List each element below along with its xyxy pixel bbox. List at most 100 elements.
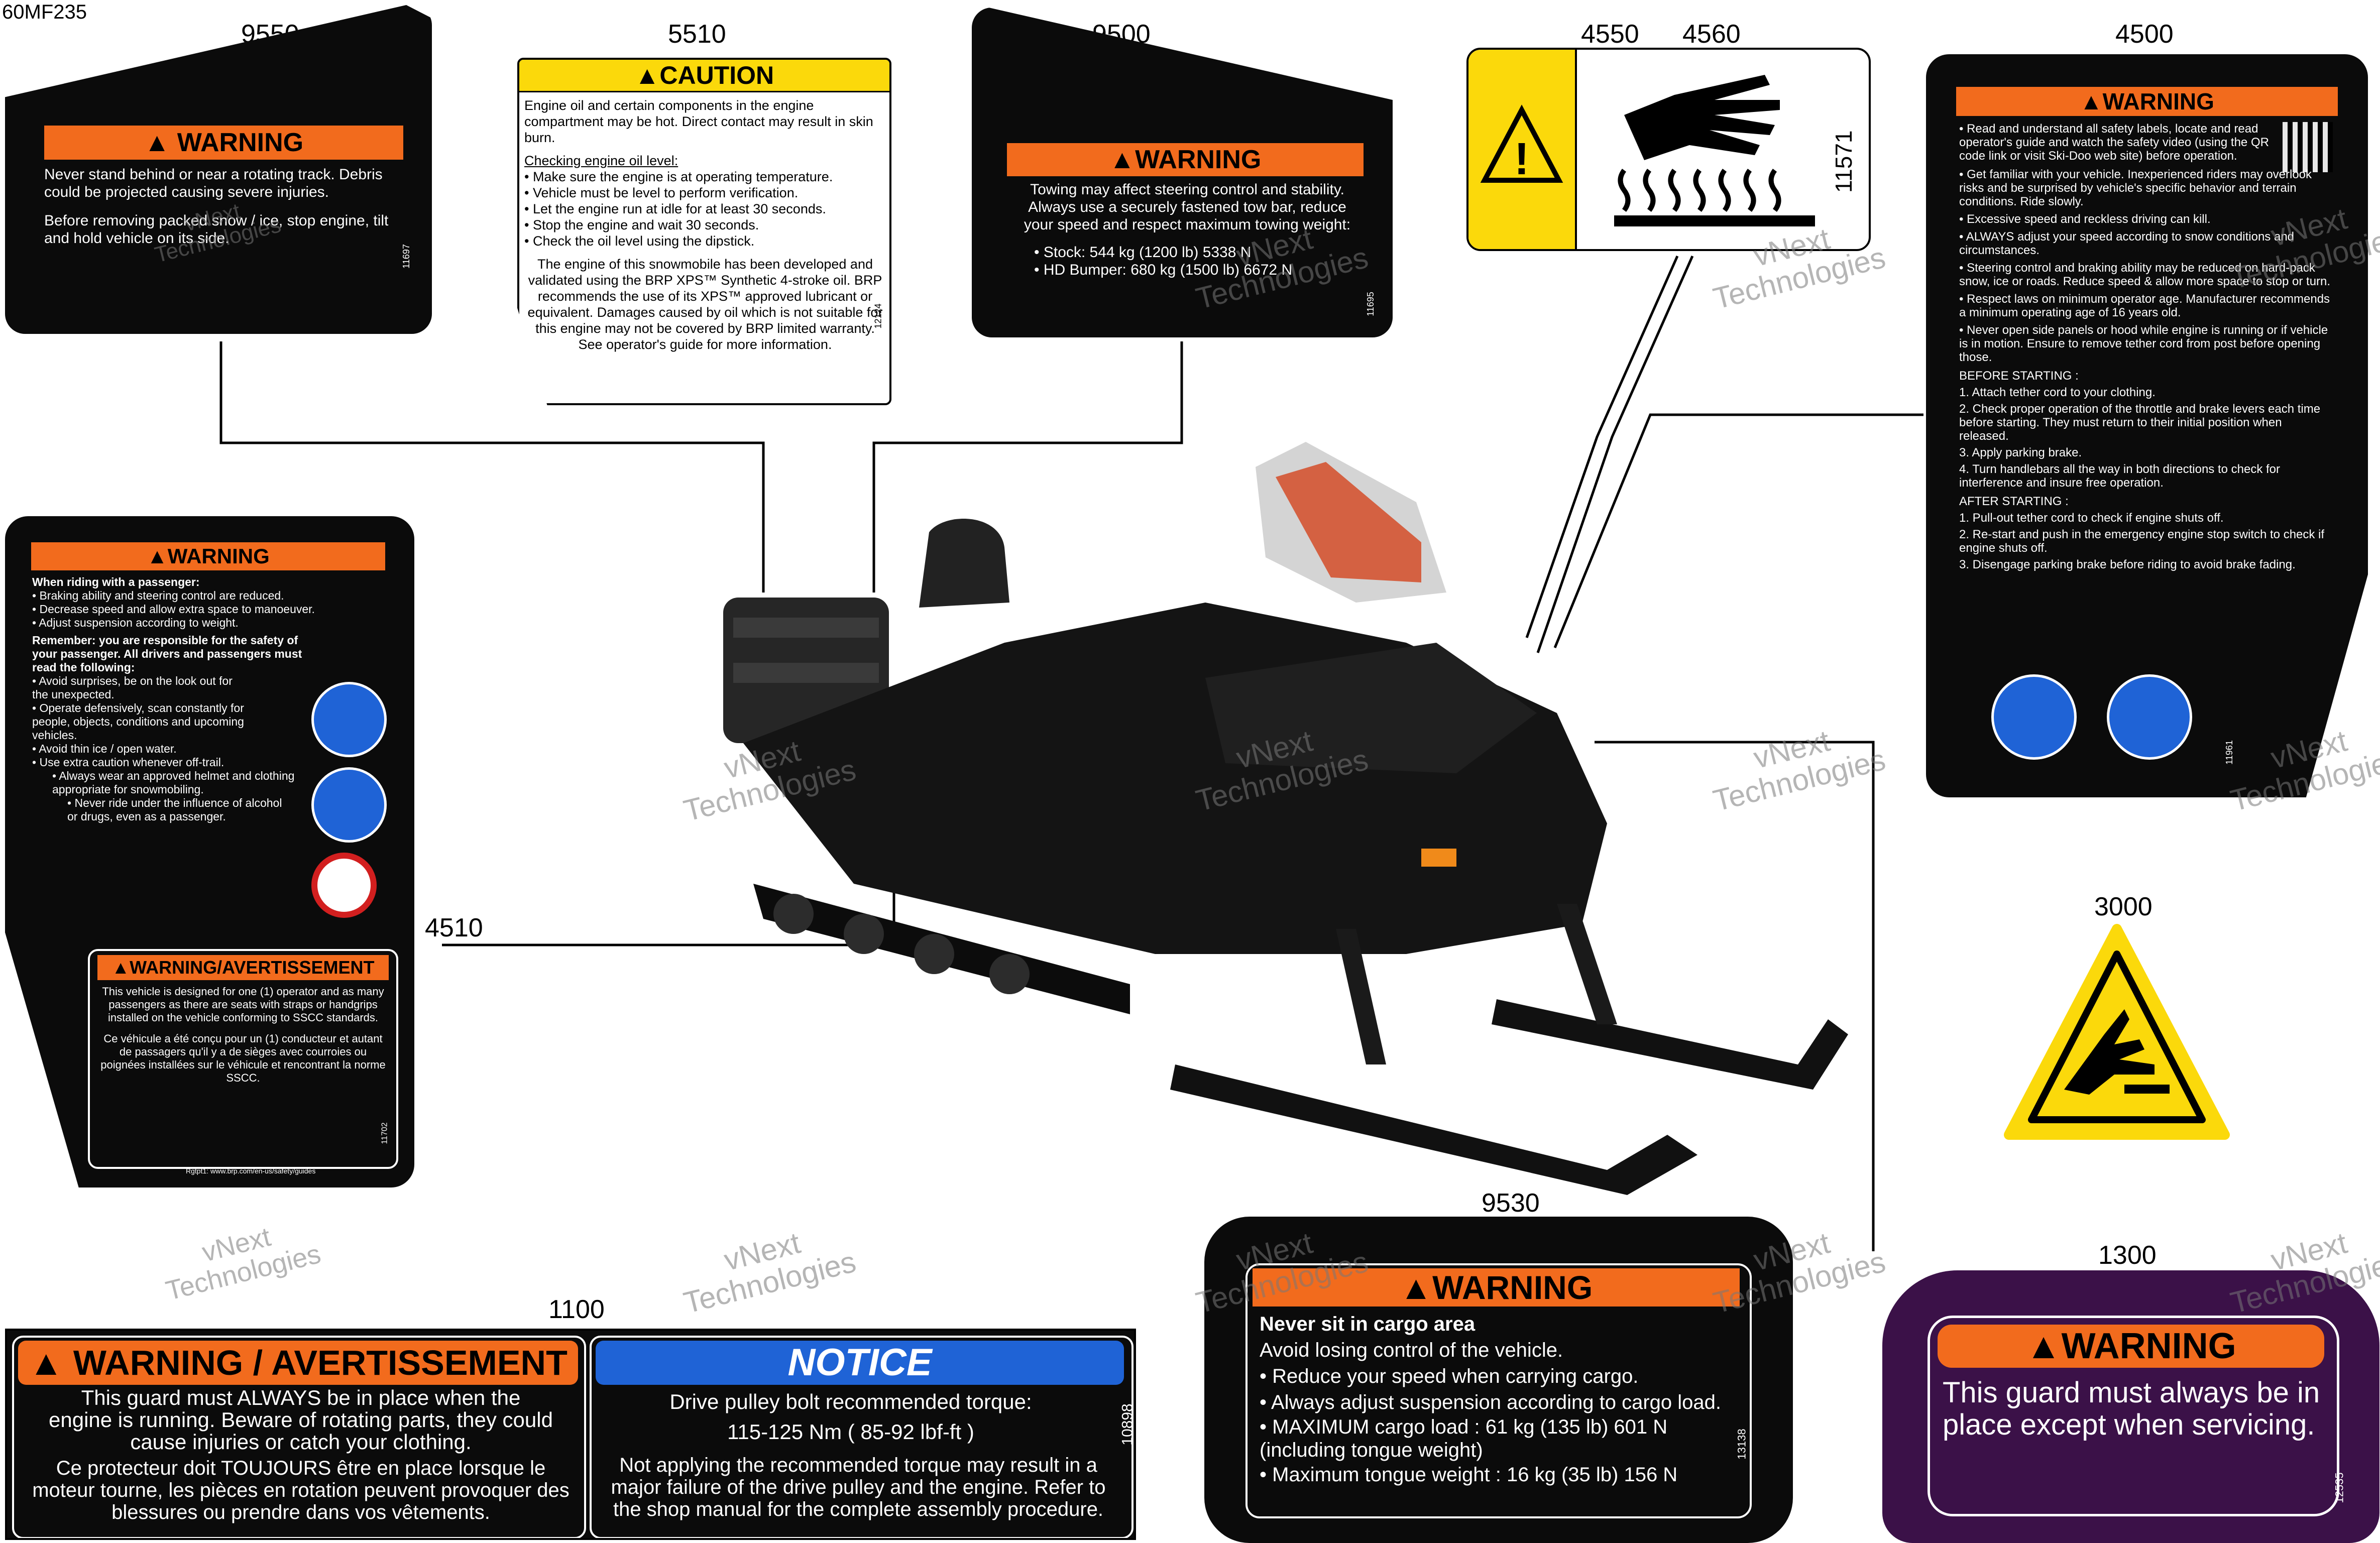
- label-4500-after-head: AFTER STARTING :: [1959, 495, 2069, 508]
- label-4510-header2-text: WARNING/AVERTISSEMENT: [130, 957, 375, 978]
- list-item: Always adjust suspension according to ca…: [1260, 1389, 1727, 1415]
- hearing-protection-icon: [2107, 674, 2192, 760]
- hot-surface-hand-icon: [1614, 75, 1815, 226]
- label-1100-header: ▲ WARNING / AVERTISSEMENT: [18, 1341, 578, 1385]
- label-9530-header-text: WARNING: [1432, 1269, 1593, 1306]
- label-9530-header: ▲WARNING: [1253, 1268, 1740, 1307]
- label-9500-header-text: WARNING: [1135, 145, 1262, 174]
- label-1100-left: [12, 1336, 586, 1538]
- label-1100-torque: 115-125 Nm ( 85-92 lbf-ft ): [727, 1420, 974, 1444]
- label-5510-p2: The engine of this snowmobile has been d…: [527, 257, 883, 352]
- label-9530-lead: Never sit in cargo area: [1260, 1313, 1476, 1335]
- label-1300-inner: [1928, 1316, 2339, 1516]
- label-1300-code: 12535: [2333, 1472, 2346, 1503]
- label-4510-fr: Ce véhicule a été conçu pour un (1) cond…: [100, 1032, 386, 1084]
- callout-1300: 1300: [2098, 1241, 2157, 1270]
- label-4510-footer: Rgtpt1: www.brp.com/en-us/safety/guides: [186, 1167, 316, 1175]
- label-4510-header-text: WARNING: [167, 544, 270, 568]
- list-item: 2. Re-start and push in the emergency en…: [1959, 528, 2325, 555]
- label-1100-right: [590, 1336, 1134, 1538]
- helmet-icon: [311, 767, 387, 843]
- read-manual-icon: [1991, 674, 2077, 760]
- label-9500-p1: Towing may affect steering control and s…: [1024, 181, 1351, 233]
- label-4510-header: ▲WARNING: [31, 542, 385, 570]
- label-4510-lead: When riding with a passenger:: [32, 575, 200, 588]
- label-4510-lower: ▲WARNING/AVERTISSEMENT This vehicle is d…: [88, 949, 398, 1169]
- list-item: Never open side panels or hood while eng…: [1959, 323, 2331, 364]
- label-9550-header-text: WARNING: [177, 128, 304, 157]
- list-item: Vehicle must be level to perform verific…: [524, 185, 886, 201]
- list-item: Read and understand all safety labels, l…: [1959, 122, 2281, 163]
- label-9530: ▲WARNING Never sit in cargo area Avoid l…: [1204, 1217, 1793, 1543]
- list-item: Steering control and braking ability may…: [1959, 261, 2331, 288]
- label-1100: ▲ WARNING / AVERTISSEMENT This guard mus…: [5, 1329, 1136, 1540]
- label-1100-fr: Ce protecteur doit TOUJOURS être en plac…: [32, 1457, 570, 1523]
- list-item: 1. Pull-out tether cord to check if engi…: [1959, 511, 2224, 525]
- label-4510: ▲WARNING When riding with a passenger: B…: [5, 516, 414, 1188]
- label-4500-before-head: BEFORE STARTING :: [1959, 369, 2079, 383]
- label-1100-notice-text: Not applying the recommended torque may …: [611, 1454, 1106, 1520]
- label-9530-body: Never sit in cargo area Avoid losing con…: [1260, 1311, 1727, 1488]
- list-item: 3. Disengage parking brake before riding…: [1959, 558, 2296, 571]
- list-item: Decrease speed and allow extra space to …: [32, 603, 379, 616]
- label-1100-code: 10898: [1119, 1403, 1136, 1446]
- label-1300-header-text: WARNING: [2061, 1326, 2236, 1366]
- list-item: 1. Attach tether cord to your clothing.: [1959, 386, 2156, 399]
- diagram-code: 60MF235: [2, 1, 87, 23]
- callout-4500: 4500: [2115, 20, 2174, 49]
- label-9500-code: 11695: [1365, 292, 1376, 316]
- svg-text:!: !: [1514, 134, 1529, 184]
- label-4550: ! 11571: [1466, 48, 1871, 251]
- list-item: Operate defensively, scan constantly for…: [32, 701, 248, 742]
- label-9550-p2: Before removing packed snow / ice, stop …: [44, 212, 389, 247]
- warning-triangle-icon: ▲: [2080, 88, 2103, 114]
- warning-triangle-icon: ▲: [1399, 1269, 1433, 1306]
- label-4510-lead2: Remember: you are responsible for the sa…: [32, 634, 302, 674]
- list-item: Maximum tongue weight : 16 kg (35 lb) 15…: [1260, 1462, 1727, 1488]
- list-item: Never ride under the influence of alcoho…: [32, 796, 293, 823]
- label-9500: ▲WARNING Towing may affect steering cont…: [972, 8, 1393, 337]
- label-5510-body: Engine oil and certain components in the…: [524, 97, 886, 352]
- list-item: MAXIMUM cargo load : 61 kg (135 lb) 601 …: [1260, 1415, 1727, 1462]
- warning-triangle-icon: ▲: [111, 957, 130, 978]
- label-5510: ▲CAUTION Engine oil and certain componen…: [517, 58, 891, 405]
- warning-triangle-icon: ▲: [29, 1343, 64, 1382]
- label-1100-en: This guard must ALWAYS be in place when …: [49, 1386, 553, 1454]
- callout-4550: 4550: [1581, 20, 1639, 49]
- list-item: Always wear an approved helmet and cloth…: [32, 769, 303, 796]
- warning-triangle-icon: ▲: [634, 61, 660, 89]
- label-4550-yellow-panel: !: [1468, 50, 1577, 249]
- list-item: Adjust suspension according to weight.: [32, 616, 313, 630]
- label-4500: ▲WARNING Read and understand all safety …: [1926, 54, 2368, 797]
- list-item: Get familiar with your vehicle. Inexperi…: [1959, 168, 2331, 208]
- label-9550-header: ▲ WARNING: [44, 126, 403, 160]
- list-item: Use extra caution whenever off-trail.: [32, 756, 313, 769]
- label-4510-body: When riding with a passenger: Braking ab…: [32, 575, 315, 823]
- label-4550-code: 11571: [1831, 130, 1857, 193]
- list-item: Reduce your speed when carrying cargo.: [1260, 1363, 1727, 1389]
- label-9550-p1: Never stand behind or near a rotating tr…: [44, 166, 383, 200]
- label-1100-torque-line: Drive pulley bolt recommended torque:: [669, 1390, 1032, 1413]
- leader-lines: [219, 255, 1923, 1251]
- label-4500-header-text: WARNING: [2102, 88, 2214, 114]
- passenger-grip-icon: [311, 682, 387, 757]
- callout-9530: 9530: [1482, 1189, 1540, 1218]
- label-5510-header-text: CAUTION: [659, 61, 774, 89]
- list-item: Excessive speed and reckless driving can…: [1959, 212, 2281, 226]
- list-item: Avoid thin ice / open water.: [32, 742, 313, 756]
- label-1300: ▲WARNING This guard must always be in pl…: [1882, 1270, 2379, 1543]
- callout-1100: 1100: [548, 1295, 605, 1324]
- qr-code-icon: [2283, 122, 2333, 172]
- list-item: Let the engine run at idle for at least …: [524, 201, 886, 217]
- list-item: Stop the engine and wait 30 seconds.: [524, 217, 886, 233]
- label-5510-p1: Engine oil and certain components in the…: [524, 98, 873, 145]
- label-3000-crush-hazard-icon: [2004, 924, 2230, 1140]
- warning-triangle-icon: ▲: [147, 544, 168, 568]
- label-9550-code: 11697: [401, 244, 411, 269]
- warning-triangle-icon: ▲: [144, 128, 170, 157]
- callout-4560: 4560: [1682, 20, 1741, 49]
- list-item: HD Bumper: 680 kg (1500 lb) 6672 N: [1034, 261, 1361, 279]
- label-5510-header: ▲CAUTION: [519, 60, 889, 92]
- list-item: Make sure the engine is at operating tem…: [524, 169, 886, 185]
- list-item: Avoid surprises, be on the look out for …: [32, 674, 243, 701]
